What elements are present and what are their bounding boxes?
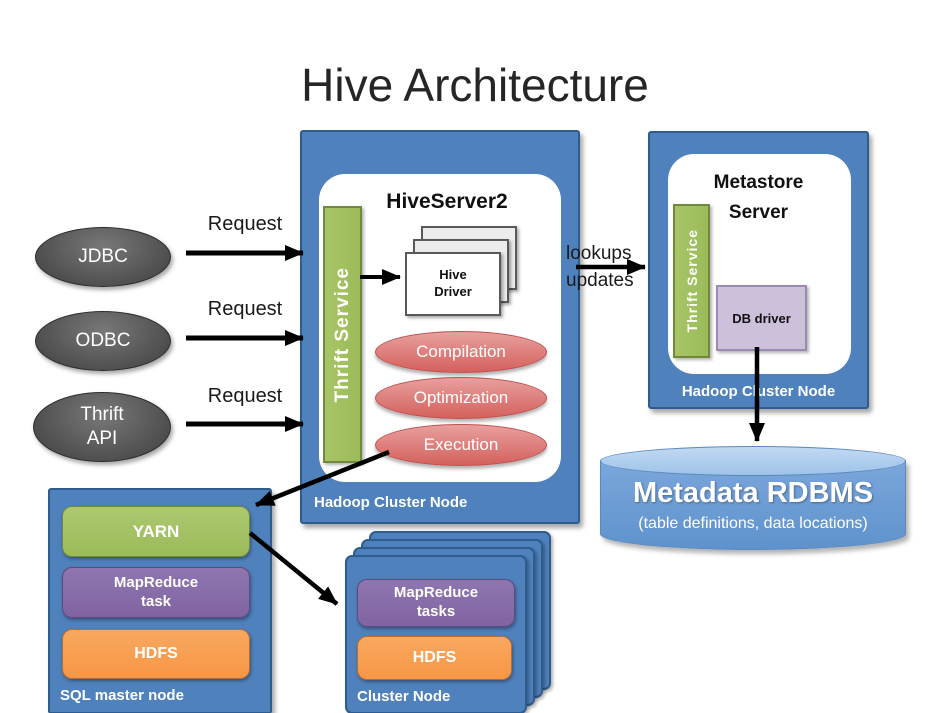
stage-execution: Execution	[375, 424, 547, 466]
mapreduce-task-block: MapReduce task	[62, 567, 250, 618]
rdbms-subtitle: (table definitions, data locations)	[638, 515, 868, 532]
request-label-thrift: Request	[207, 385, 283, 407]
sql-master-node-label: SQL master node	[60, 687, 184, 704]
stage-optimization: Optimization	[375, 377, 547, 419]
metadata-rdbms: Metadata RDBMS (table definitions, data …	[600, 446, 906, 550]
sql-master-node: YARN MapReduce task HDFS SQL master node	[48, 488, 272, 713]
cylinder-top	[600, 446, 906, 476]
thrift-service-label: Thrift Service	[331, 266, 353, 403]
thrift-service-bar: Thrift Service	[323, 206, 362, 463]
stage-compilation: Compilation	[375, 331, 547, 373]
metastore-node-label: Hadoop Cluster Node	[681, 383, 836, 400]
client-thrift-api: Thrift API	[33, 392, 171, 462]
cluster-node-label: Cluster Node	[357, 688, 451, 705]
lookups-updates-label: lookups updates	[566, 243, 634, 291]
request-label-odbc: Request	[207, 298, 283, 320]
metastore-thrift-service-bar: Thrift Service	[673, 204, 710, 358]
hiveserver2-title: HiveServer2	[386, 190, 508, 213]
hiveserver2-node: HiveServer2 Thrift Service Hive Driver C…	[300, 130, 580, 524]
client-odbc: ODBC	[35, 311, 171, 371]
cluster-node-card-front: MapReduce tasks HDFS Cluster Node	[345, 555, 527, 713]
rdbms-title: Metadata RDBMS	[632, 477, 874, 509]
request-label-jdbc: Request	[207, 213, 283, 235]
metastore-node: Metastore Server Thrift Service DB drive…	[648, 131, 869, 409]
db-driver-box: DB driver	[716, 285, 807, 351]
mapreduce-tasks-block: MapReduce tasks	[357, 579, 515, 627]
metastore-title: Metastore Server	[713, 172, 804, 223]
metastore-thrift-service-label: Thrift Service	[683, 229, 700, 333]
hdfs-block-cluster: HDFS	[357, 636, 512, 680]
cylinder-body	[600, 460, 906, 550]
client-jdbc: JDBC	[35, 227, 171, 287]
diagram-title: Hive Architecture	[301, 59, 649, 111]
yarn-block: YARN	[62, 506, 250, 557]
hdfs-block-master: HDFS	[62, 629, 250, 679]
hiveserver2-node-label: Hadoop Cluster Node	[314, 494, 468, 511]
hive-driver-card: Hive Driver	[405, 252, 501, 316]
